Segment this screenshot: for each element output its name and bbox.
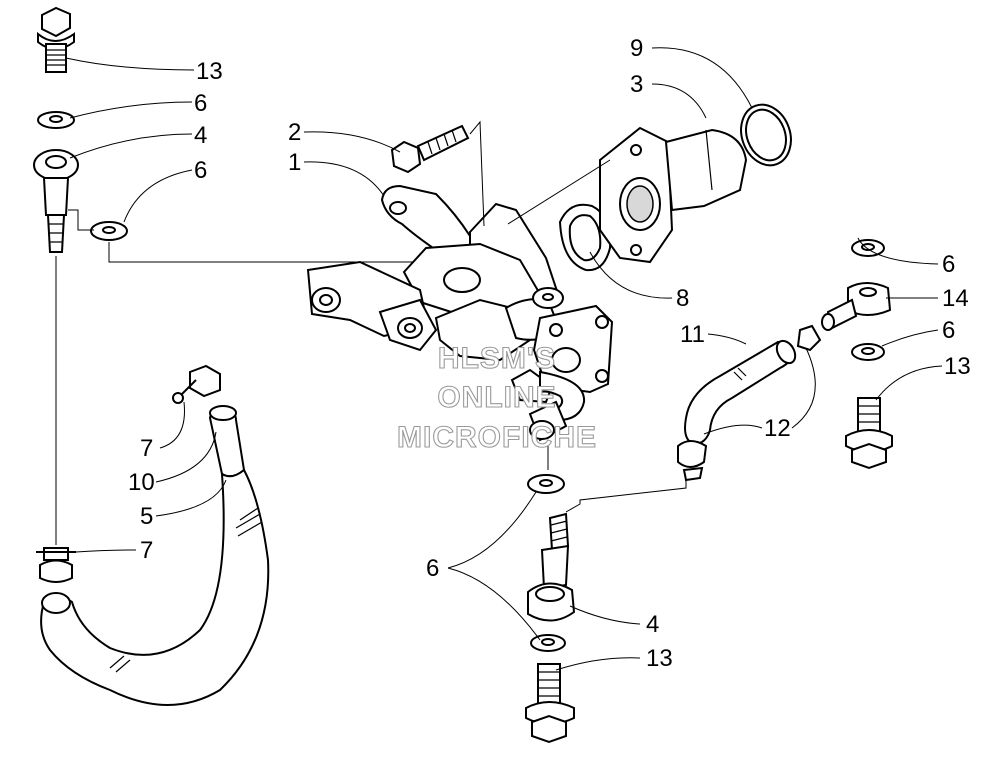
hose-clamp-upper: [172, 364, 221, 404]
o-ring-9: [740, 103, 792, 167]
washer-center-upper: [527, 474, 565, 494]
screw-2: [390, 124, 470, 174]
washer-right-upper: [851, 239, 885, 257]
banjo-bolt-right: [845, 397, 893, 470]
banjo-fitting-left: [33, 149, 79, 253]
callout-1: 1: [288, 149, 301, 176]
oil-pump-body: [306, 202, 614, 442]
callout-6-center: 6: [426, 555, 439, 582]
callout-4-center: 4: [646, 611, 659, 638]
callout-13-right: 13: [944, 353, 971, 380]
clamp-12-upper: [796, 324, 822, 352]
gasket-8: [558, 203, 612, 272]
washer-top-left: [37, 111, 75, 129]
callout-7-upper: 7: [140, 435, 153, 462]
hose-clamp-lower: [36, 547, 76, 583]
callout-6-right-upper: 6: [942, 251, 955, 278]
callout-6-mid-left: 6: [194, 157, 207, 184]
callout-2: 2: [288, 119, 301, 146]
callout-6-right-lower: 6: [942, 317, 955, 344]
banjo-bolt-bottom: [525, 663, 575, 744]
callout-5: 5: [140, 503, 153, 530]
watermark-line3: MICROFICHE: [397, 421, 597, 454]
callout-10: 10: [128, 469, 155, 496]
callout-8: 8: [676, 285, 689, 312]
banjo-bolt-top-left: [37, 6, 75, 73]
callout-4-left: 4: [194, 122, 207, 149]
callout-9: 9: [630, 35, 643, 62]
callout-6-top-left: 6: [194, 90, 207, 117]
clamp-12-lower: [677, 440, 708, 482]
oil-tank-adapter-3: [599, 126, 748, 264]
callout-12: 12: [764, 415, 791, 442]
callout-11: 11: [680, 321, 705, 348]
callout-labels: 13 6 4 6 2 1 9 3 8 6 14 6 13 11 12 7 10 …: [128, 35, 971, 672]
washer-mid-left: [90, 221, 128, 241]
hose-10: [208, 405, 246, 478]
callout-7-lower: 7: [140, 537, 153, 564]
callout-13-bottom: 13: [646, 645, 673, 672]
watermark: HLSM'S ONLINE MICROFICHE: [396, 341, 597, 454]
callout-14: 14: [942, 285, 969, 312]
leader-lines: [65, 47, 943, 671]
washer-center-lower: [530, 634, 566, 652]
washer-right-lower: [851, 343, 885, 361]
hose-5: [40, 468, 270, 706]
callout-13-top-left: 13: [196, 58, 223, 85]
watermark-line2: ONLINE: [437, 381, 556, 414]
callout-3: 3: [630, 71, 643, 98]
watermark-line1: HLSM'S: [438, 342, 556, 375]
banjo-fitting-right: [821, 282, 892, 331]
banjo-fitting-center: [527, 512, 576, 622]
